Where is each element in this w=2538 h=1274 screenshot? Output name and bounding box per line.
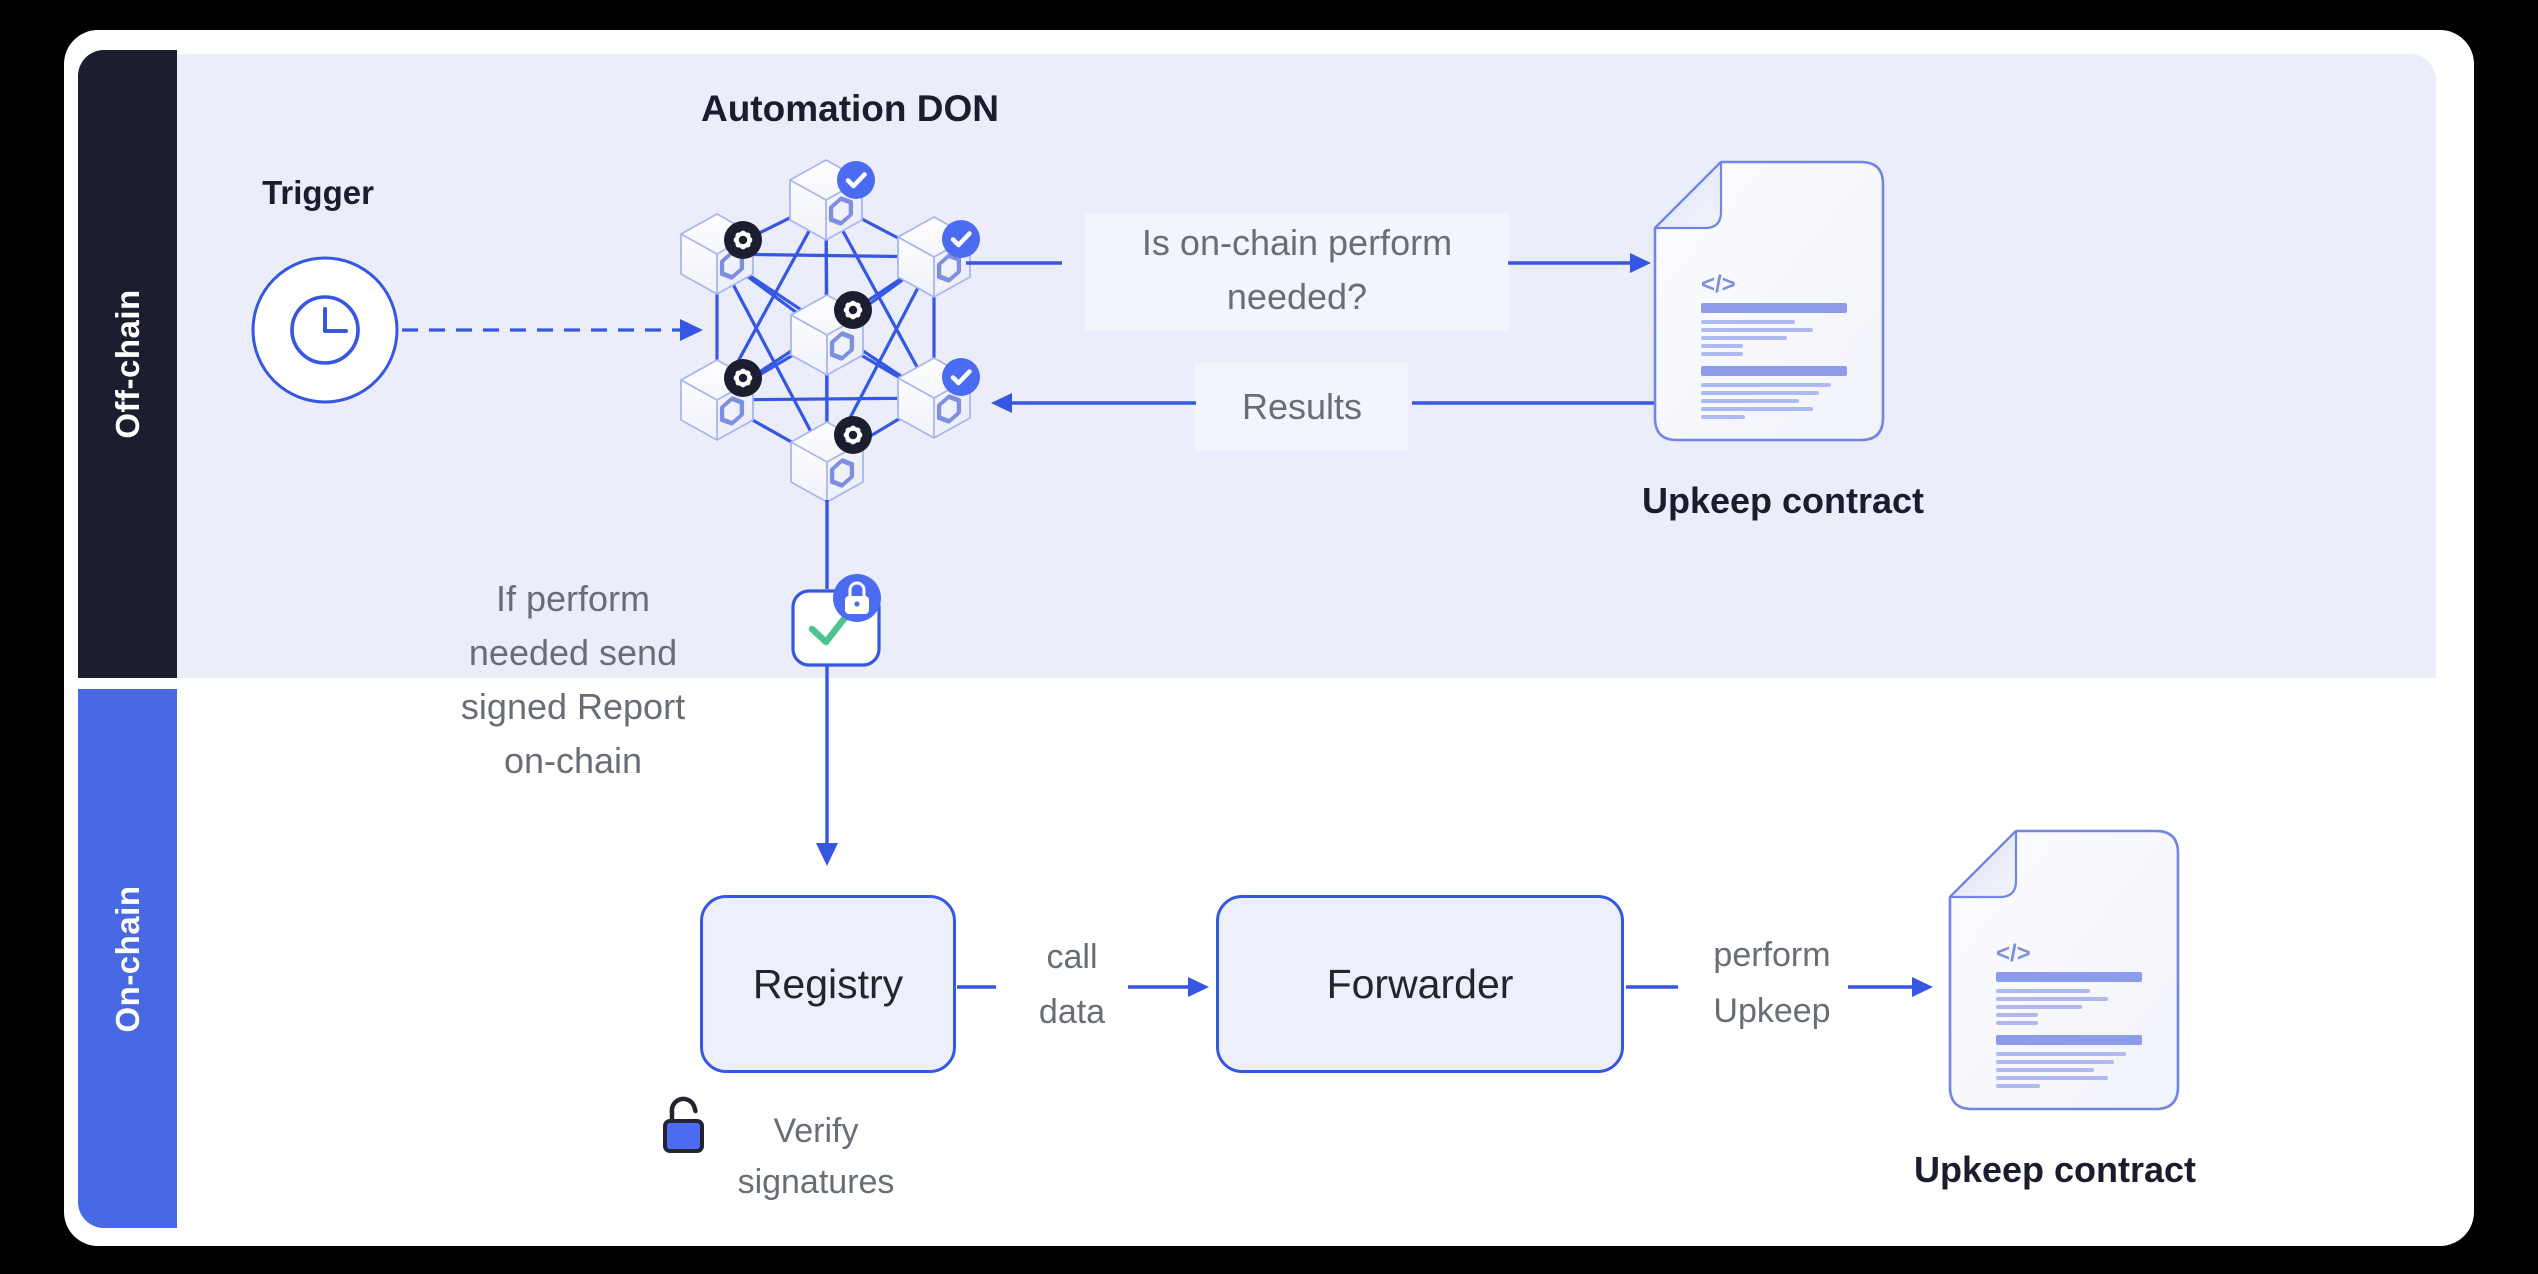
report-line-4: on-chain xyxy=(503,740,643,781)
upkeep-contract-doc-top xyxy=(1653,160,1885,442)
report-flow-arrow xyxy=(816,500,838,866)
clock-icon xyxy=(251,256,399,404)
perform-upkeep-flow-arrow xyxy=(1626,977,1933,997)
gear-badge-icon xyxy=(834,291,872,329)
forwarder-box: Forwarder xyxy=(1216,895,1624,1073)
report-line-3: signed Report xyxy=(460,686,686,727)
verify-line-2: signatures xyxy=(737,1163,895,1201)
upkeep-contract-doc-bottom xyxy=(1948,829,2180,1111)
check-badge-icon xyxy=(942,358,980,396)
check-badge-icon xyxy=(942,220,980,258)
lock-badge-icon xyxy=(833,574,881,622)
question-plate xyxy=(1085,213,1509,331)
call-line-1: call xyxy=(1046,938,1098,976)
question-text: Is on-chain perform needed? xyxy=(1142,216,1452,324)
onchain-tab: On-chain xyxy=(78,689,177,1228)
verify-signatures-note: Verify signatures xyxy=(738,1106,895,1208)
registry-label: Registry xyxy=(752,960,904,1007)
don-title: Automation DON xyxy=(700,88,1000,129)
gear-badge-icon xyxy=(834,416,872,454)
question-line-2: needed? xyxy=(1226,276,1368,317)
upkeep-contract-top-label: Upkeep contract xyxy=(1641,480,1925,521)
question-line-1: Is on-chain perform xyxy=(1141,222,1453,263)
trigger-dashed-arrow xyxy=(402,319,703,341)
question-flow-arrow xyxy=(966,253,1651,273)
gear-badge-icon xyxy=(724,221,762,259)
call-data-label: call data xyxy=(1039,930,1105,1040)
report-note: If perform needed send signed Report on-… xyxy=(461,572,685,788)
registry-box: Registry xyxy=(700,895,956,1073)
perform-line-2: Upkeep xyxy=(1713,992,1831,1030)
perform-upkeep-label: perform Upkeep xyxy=(1713,927,1830,1039)
verify-line-1: Verify xyxy=(773,1112,859,1150)
call-line-2: data xyxy=(1038,993,1106,1031)
perform-line-1: perform xyxy=(1713,936,1831,974)
report-line-2: needed send xyxy=(468,632,678,673)
trigger-label: Trigger xyxy=(262,174,374,211)
results-label: Results xyxy=(1241,386,1363,427)
open-padlock-icon xyxy=(663,1096,704,1153)
offchain-band xyxy=(177,54,2436,678)
offchain-tab: Off-chain xyxy=(78,50,177,678)
report-line-1: If perform xyxy=(495,578,651,619)
results-plate xyxy=(1194,363,1408,451)
upkeep-contract-bottom-label: Upkeep contract xyxy=(1913,1149,2197,1190)
forwarder-label: Forwarder xyxy=(1326,960,1514,1007)
check-badge-icon xyxy=(837,161,875,199)
call-data-flow-arrow xyxy=(957,977,1209,997)
gear-badge-icon xyxy=(724,359,762,397)
signed-report-check-icon xyxy=(791,574,881,667)
results-flow-arrow xyxy=(991,393,1656,413)
